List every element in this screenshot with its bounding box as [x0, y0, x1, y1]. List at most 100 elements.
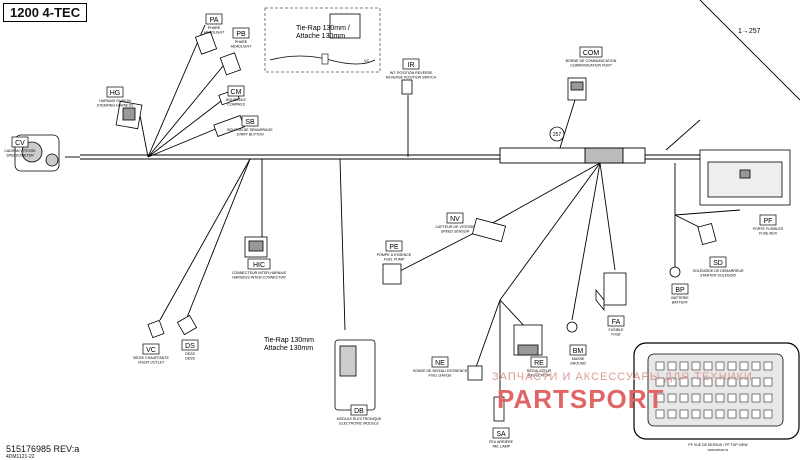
tie-rap-small-label: VC [364, 58, 370, 63]
reference-number: 515176985 REV:a [6, 444, 80, 454]
label-line-fr: BOUSSOLE [226, 98, 246, 102]
label-line-en: GROUND [570, 362, 586, 366]
label-line-en: DESS [185, 357, 195, 361]
reference-circle [549, 126, 565, 142]
label-line-fr: SIÈGE CHAUFFANTE [133, 355, 170, 360]
label-line-en: FUSE BOX [759, 232, 778, 236]
label-line-fr: DESS [185, 352, 195, 356]
label-line-fr: HARNAIS GUIDON [99, 99, 131, 103]
dess-ds-symbol [176, 314, 198, 336]
fusebox-caption-2: SDM425530-51 [707, 448, 728, 452]
tie-rap-label-bottom-1: Tie-Rap 130mm [264, 337, 314, 344]
label-line-en: FUEL PUMP [384, 258, 405, 262]
label-line-fr: INT. POSITION REVERSE [390, 71, 433, 75]
watermark-text: ЗАПЧАСТИ И АКСЕССУАРЫ ДЛЯ ТЕХНИКИ [492, 371, 753, 383]
label-code: SD [713, 260, 723, 267]
label-code: VC [146, 347, 156, 354]
label-code: SA [496, 431, 506, 438]
label-line-fr: BOUTON DE DÉMARRAGE [227, 127, 273, 132]
label-line-en: REGULATOR [528, 374, 550, 378]
label-code: COM [583, 50, 600, 57]
solenoid-sd-symbol [697, 223, 717, 245]
label-code: BP [675, 287, 685, 294]
label-line-en: START BUTTON [236, 133, 264, 137]
label-code: SB [245, 119, 255, 126]
label-line-en: TAIL LAMP [492, 445, 511, 449]
label-line-fr: RÉGULATEUR [527, 368, 552, 373]
label-code: PA [210, 17, 219, 24]
label-line-fr: POMPE À ESSENCE [377, 253, 412, 257]
connector-pa-symbol [194, 31, 218, 55]
label-code: PF [764, 218, 773, 225]
label-code: DB [354, 408, 364, 415]
label-line-en: STARTER SOLENOID [700, 274, 736, 278]
label-line-en: FUSE [611, 333, 621, 337]
label-line-fr: CAPTEUR DE VITESSE [435, 225, 475, 229]
label-line-fr: PHARE [235, 40, 248, 44]
taillamp-sa-symbol [493, 396, 505, 422]
label-code: PB [236, 31, 246, 38]
reference-small: 4DM1121-22 [6, 454, 35, 460]
label-line-en: REVERSE POSITION SWITCH [386, 76, 437, 80]
connector-nv-symbol [471, 217, 507, 243]
label-line-fr: PORTE FUSIBLES [753, 227, 784, 231]
regulator-re-symbol [513, 324, 543, 356]
tie-rap-label-bottom-2: Attache 130mm [264, 345, 313, 352]
switch-ir-symbol [401, 79, 413, 95]
label-code: RE [534, 360, 544, 367]
label-code: CV [15, 140, 25, 147]
fuse-fa-symbol [595, 272, 627, 312]
label-code: CM [231, 89, 242, 96]
label-code: DS [185, 343, 195, 350]
battery-bp-symbol [669, 266, 681, 278]
connector-hic-symbol [244, 236, 268, 258]
label-line-en: BATTERY [672, 301, 689, 305]
watermark-logo: PARTSPORT [497, 384, 665, 414]
module-db-symbol [334, 339, 376, 411]
label-line-en: COMPASS [227, 103, 245, 107]
label-line-fr: CADRAN VITESSE [4, 149, 36, 153]
label-line-fr: CONNECTEUR INTER-HARNAIS [232, 271, 287, 275]
sensor-ne-symbol [467, 365, 483, 381]
fuse-box-symbol [699, 149, 791, 206]
label-line-fr: BATTERIE [671, 296, 689, 300]
label-code: HIC [253, 262, 265, 269]
label-code: NE [435, 360, 445, 367]
fuse-slots [655, 361, 773, 419]
label-line-fr: SONDE DE NIVEAU D'ESSENCE [413, 369, 468, 373]
label-code: FA [612, 319, 621, 326]
label-line-fr: BORNE DE COMMUNICATION [566, 59, 617, 63]
label-line-en: STEERING HARNESS [97, 104, 134, 108]
label-line-en: ELECTRONIC MODULE [339, 422, 379, 426]
tie-rap-label-top-2: Attache 130mm [296, 33, 345, 40]
page-reference: 1→257 [738, 28, 761, 35]
label-line-fr: PHARE [208, 26, 221, 30]
label-code: IR [408, 62, 415, 69]
fusebox-caption-1: PF VUE DE DESSUS / PF TOP VIEW [688, 443, 748, 447]
label-line-en: SPEED SENSOR [441, 230, 470, 234]
label-line-en: HARNESS INTER-CONNECTOR [232, 276, 286, 280]
label-code: BM [573, 348, 584, 355]
tie-rap-label-top-1: Tie-Rap 130mm / [296, 25, 350, 32]
label-line-fr: MASSE [572, 357, 585, 361]
label-line-en: FUEL GAUGE [428, 374, 452, 378]
connector-pb-symbol [219, 52, 242, 76]
